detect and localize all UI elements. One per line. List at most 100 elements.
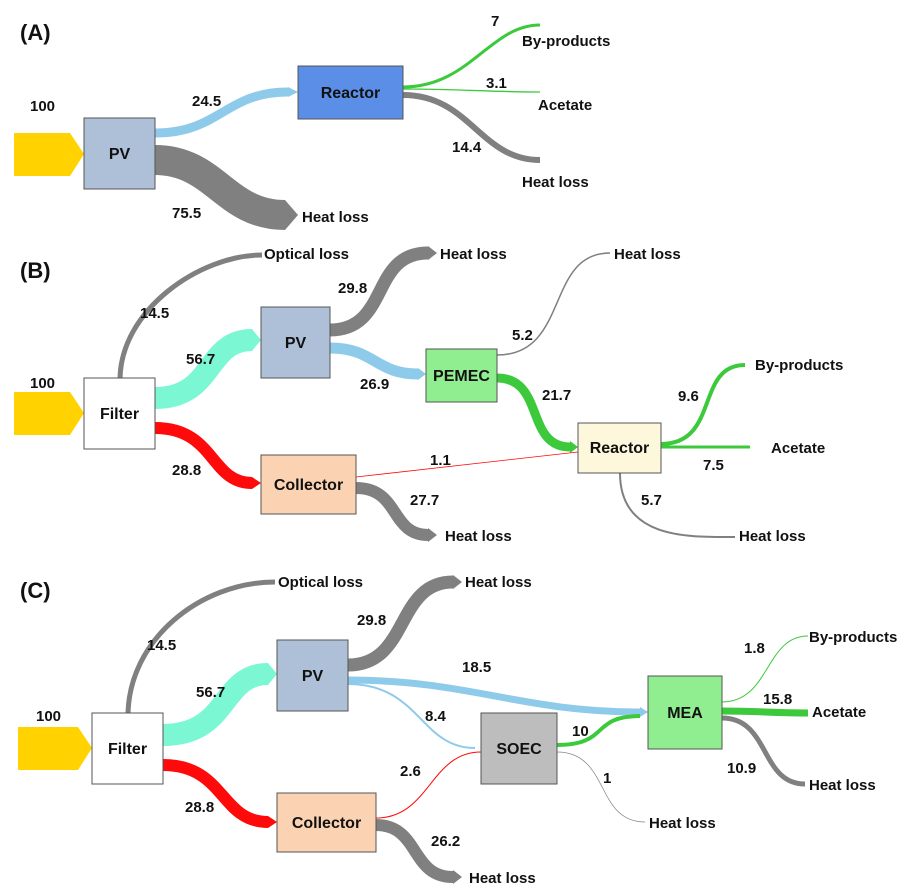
- value-pv-to-reactor: 24.5: [192, 93, 221, 110]
- flow-mea-heat-loss: [721, 715, 806, 787]
- arrow-pv-to-pemec: [418, 368, 426, 380]
- value-reactor-heat-loss: 5.7: [641, 492, 662, 509]
- output-acetate: Acetate: [538, 97, 592, 114]
- collector-label: Collector: [274, 477, 343, 494]
- value-filter-to-collector: 28.8: [185, 799, 214, 816]
- value-filter-to-pv: 56.7: [186, 351, 215, 368]
- arrow-pv-to-reactor: [288, 87, 298, 97]
- filter-label: Filter: [108, 741, 147, 758]
- pv-label: PV: [302, 668, 324, 685]
- flow-filter-to-pv: [154, 329, 253, 409]
- panel-c-label: (C): [20, 578, 51, 603]
- collector-node: [276, 792, 377, 853]
- arrow-filter-to-collector: [252, 477, 261, 489]
- output-pv-heat-loss: Heat loss: [465, 574, 532, 591]
- output-mea-heat-loss: Heat loss: [809, 777, 876, 794]
- panel-b: (B) 100 Filter PV PEMEC Collector Reac: [14, 246, 843, 545]
- arrow-filter-to-pv: [252, 329, 261, 351]
- panel-a: (A) 100 PV Reactor 24.5 75.5 7 3.1 14.4 …: [14, 13, 610, 230]
- input-value: 100: [30, 98, 55, 115]
- flow-reactor-heat-loss: [619, 472, 736, 539]
- filter-node: [91, 712, 164, 785]
- panel-c: (C) 100 Filter PV SOEC MEA Collector: [18, 574, 897, 887]
- pv-label: PV: [285, 335, 307, 352]
- flow-pv-to-soec: [347, 683, 476, 749]
- input-arrow: [14, 133, 84, 176]
- output-acetate: Acetate: [812, 704, 866, 721]
- value-soec-heat-loss: 1: [603, 770, 611, 787]
- pemec-node: [425, 348, 498, 403]
- flow-reactor-byproducts: [402, 23, 541, 89]
- flow-reactor-heat-loss: [402, 92, 541, 163]
- flow-pv-heat-loss: [154, 145, 286, 230]
- output-collector-heat-loss: Heat loss: [469, 870, 536, 887]
- collector-node: [260, 454, 357, 515]
- value-pv-heat-loss: 29.8: [338, 280, 367, 297]
- mea-node: [647, 675, 723, 750]
- value-collector-heat-loss: 26.2: [431, 833, 460, 850]
- arrow-pv-to-mea: [640, 707, 648, 717]
- value-byproducts: 1.8: [744, 640, 765, 657]
- flow-soec-to-mea: [556, 714, 641, 747]
- value-optical-loss: 14.5: [147, 637, 176, 654]
- value-acetate: 3.1: [486, 75, 507, 92]
- output-reactor-heat-loss: Heat loss: [739, 528, 806, 545]
- flow-pv-heat-loss: [347, 575, 454, 672]
- flow-pv-to-pemec: [329, 342, 419, 380]
- output-pemec-heat-loss: Heat loss: [614, 246, 681, 263]
- input-arrow: [14, 392, 84, 435]
- value-acetate: 7.5: [703, 457, 724, 474]
- flow-collector-heat-loss: [355, 482, 429, 541]
- arrow-pv-heat-loss: [428, 246, 437, 260]
- value-collector-to-soec: 2.6: [400, 763, 421, 780]
- pv-node: [83, 117, 156, 190]
- value-filter-to-collector: 28.8: [172, 462, 201, 479]
- value-soec-to-mea: 10: [572, 723, 589, 740]
- flow-optical-loss: [117, 252, 263, 381]
- flow-filter-to-collector: [162, 759, 269, 828]
- mea-label: MEA: [667, 705, 703, 722]
- output-collector-heat-loss: Heat loss: [445, 528, 512, 545]
- value-byproducts: 9.6: [678, 388, 699, 405]
- arrow-filter-to-pv: [268, 663, 277, 685]
- output-optical-loss: Optical loss: [264, 246, 349, 263]
- reactor-node: [297, 65, 404, 120]
- reactor-node: [577, 422, 662, 474]
- flow-pv-heat-loss: [329, 246, 429, 337]
- output-reactor-heat-loss: Heat loss: [522, 174, 589, 191]
- output-byproducts: By-products: [755, 357, 843, 374]
- flow-pv-to-mea: [347, 676, 641, 716]
- arrow-filter-to-collector: [268, 816, 277, 828]
- pv-node: [276, 639, 349, 712]
- value-filter-to-pv: 56.7: [196, 684, 225, 701]
- value-pv-heat-loss: 29.8: [357, 612, 386, 629]
- arrow-collector-heat-loss: [428, 528, 437, 542]
- flow-filter-to-collector: [154, 422, 253, 489]
- output-byproducts: By-products: [522, 33, 610, 50]
- soec-label: SOEC: [496, 741, 542, 758]
- value-reactor-heat-loss: 14.4: [452, 139, 482, 156]
- value-acetate: 15.8: [763, 691, 792, 708]
- value-optical-loss: 14.5: [140, 305, 169, 322]
- value-pemec-heat-loss: 5.2: [512, 327, 533, 344]
- output-pv-heat-loss: Heat loss: [302, 209, 369, 226]
- input-value: 100: [36, 708, 61, 725]
- flow-pv-to-reactor: [154, 87, 289, 138]
- flow-pemec-to-reactor: [496, 373, 571, 452]
- reactor-label: Reactor: [590, 440, 650, 457]
- input-value: 100: [30, 375, 55, 392]
- value-pv-to-soec: 8.4: [425, 708, 447, 725]
- flow-mea-byproducts: [721, 635, 809, 703]
- value-pv-to-mea: 18.5: [462, 659, 491, 676]
- output-acetate: Acetate: [771, 440, 825, 457]
- flow-reactor-acetate: [402, 88, 541, 93]
- flow-reactor-byproducts: [660, 363, 746, 446]
- reactor-label: Reactor: [321, 85, 381, 102]
- soec-node: [480, 712, 558, 785]
- flow-mea-acetate: [721, 707, 809, 717]
- flow-optical-loss: [125, 579, 276, 717]
- pv-node: [260, 306, 331, 379]
- output-pv-heat-loss: Heat loss: [440, 246, 507, 263]
- pemec-label: PEMEC: [433, 368, 490, 385]
